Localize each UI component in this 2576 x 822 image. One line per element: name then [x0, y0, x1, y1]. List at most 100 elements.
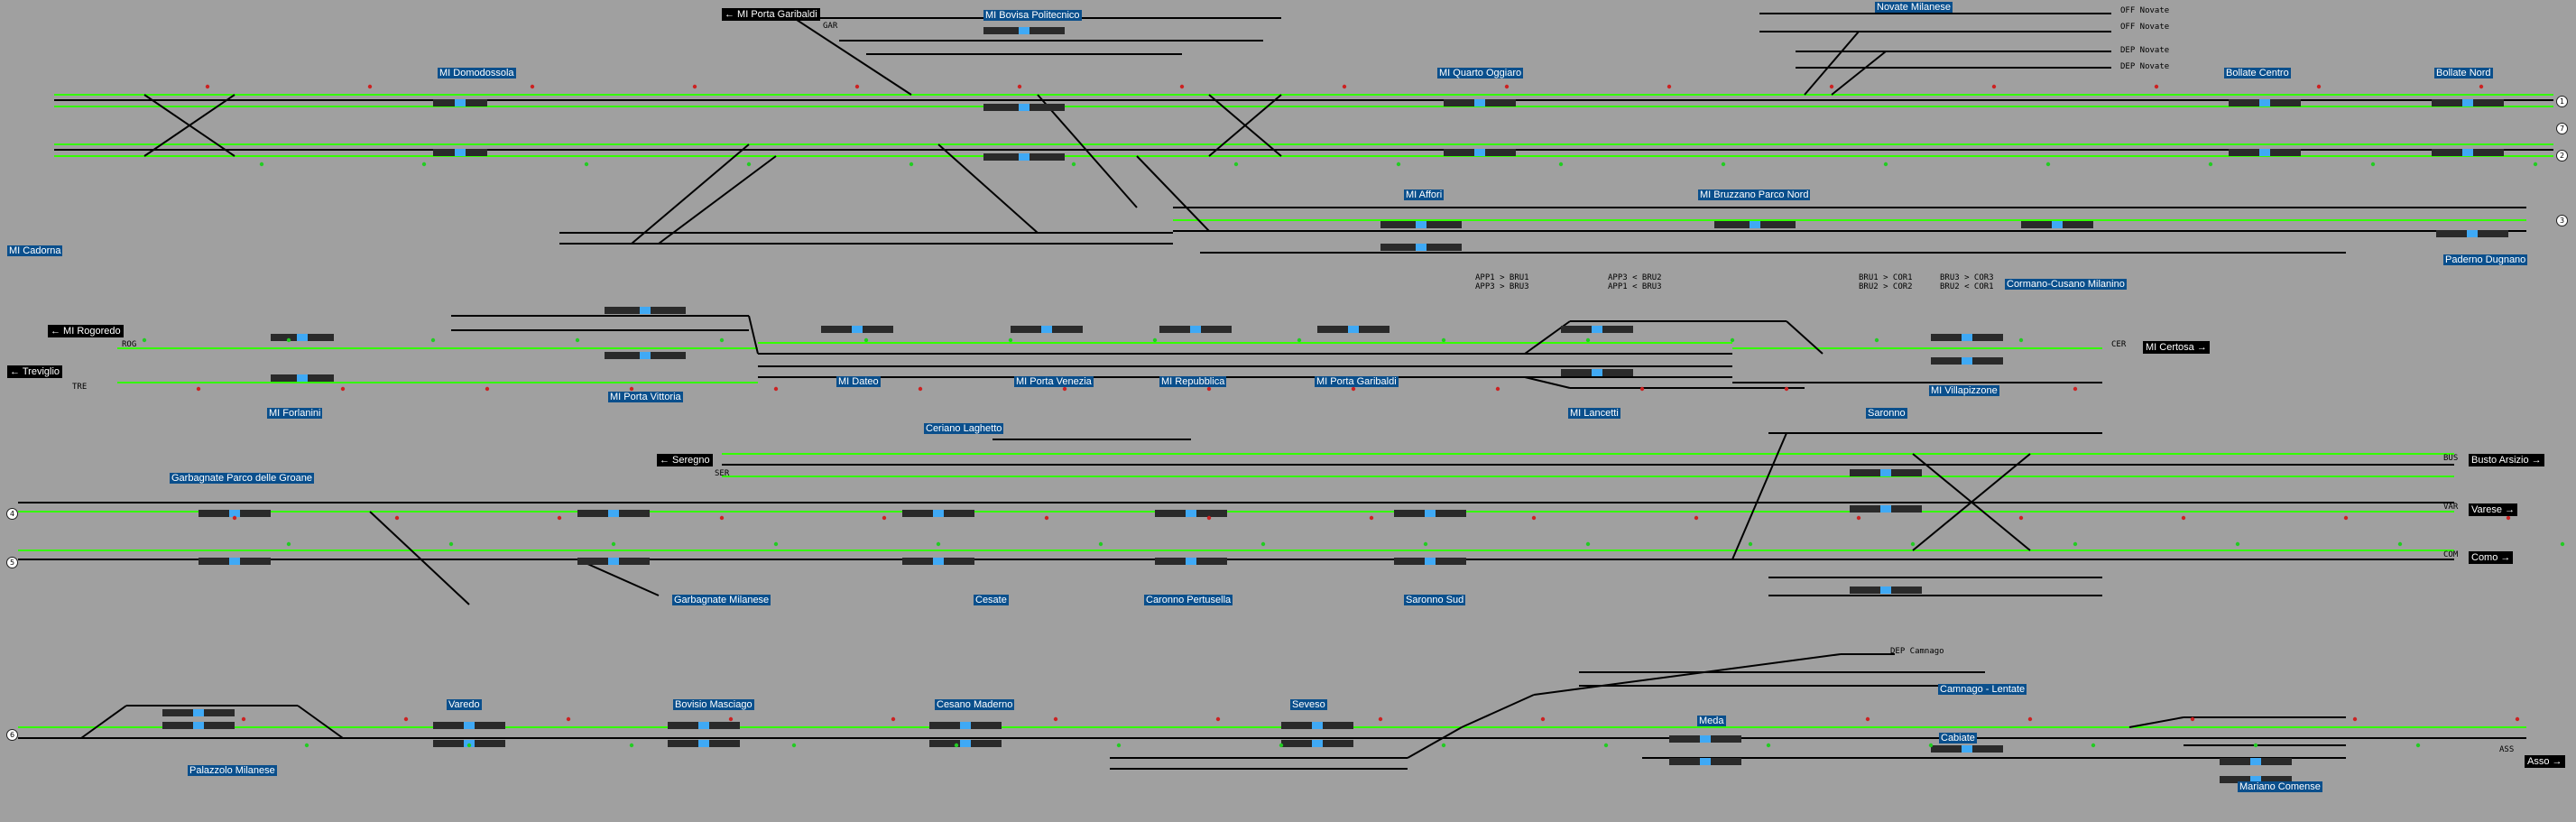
signal	[773, 386, 779, 392]
station-label: Novate Milanese	[1875, 2, 1953, 13]
signal	[530, 84, 535, 89]
platform-marker	[455, 149, 466, 156]
line-number-marker: 3	[2556, 215, 2568, 226]
signal	[1991, 84, 1997, 89]
track	[80, 705, 127, 739]
signal	[2154, 84, 2159, 89]
dest-treviglio[interactable]: ← Treviglio	[7, 365, 63, 378]
dest-seregno[interactable]: ← Seregno	[657, 454, 713, 466]
platform-marker	[1186, 558, 1196, 565]
signal	[232, 515, 237, 521]
dest-asso[interactable]: Asso →	[2525, 755, 2565, 768]
dest-rogoredo[interactable]: ← MI Rogoredo	[48, 325, 124, 337]
dest-certosa[interactable]: MI Certosa →	[2143, 341, 2210, 354]
signal	[430, 337, 436, 343]
signal	[882, 515, 887, 521]
signal	[1279, 743, 1284, 748]
signal	[2073, 386, 2078, 392]
station-label: Meda	[1697, 716, 1726, 726]
dest-varese[interactable]: Varese →	[2469, 503, 2518, 516]
signal	[909, 162, 914, 167]
signal	[1071, 162, 1076, 167]
station-label: MI Bovisa Politecnico	[983, 10, 1082, 21]
signal	[791, 743, 797, 748]
track	[1831, 51, 1887, 96]
platform-marker	[698, 740, 709, 747]
track	[577, 559, 660, 596]
signal	[1044, 515, 1049, 521]
dest-busto[interactable]: Busto Arsizio →	[2469, 454, 2544, 466]
signal	[1694, 515, 1699, 521]
signal	[1215, 716, 1221, 722]
signal	[1766, 743, 1771, 748]
signal	[1504, 84, 1510, 89]
station-label: MI Porta Vittoria	[608, 392, 683, 402]
signal	[1585, 337, 1591, 343]
signal	[1874, 337, 1879, 343]
route-note: BRU2 < COR1	[1940, 282, 1994, 291]
platform-marker	[2259, 149, 2270, 156]
signal	[773, 541, 779, 547]
signal	[286, 541, 291, 547]
signal	[1053, 716, 1058, 722]
platform-marker	[1348, 326, 1359, 333]
signal	[2415, 743, 2421, 748]
signal	[2181, 515, 2186, 521]
signal	[485, 386, 490, 392]
signal	[2560, 541, 2565, 547]
platform-marker	[1880, 505, 1891, 513]
platform-marker	[193, 722, 204, 729]
track	[658, 155, 777, 245]
station-label: Varedo	[447, 699, 482, 710]
route-note: BRU2 > COR2	[1859, 282, 1913, 291]
signal	[1441, 743, 1446, 748]
novate-track-3: DEP Novate	[2120, 46, 2170, 55]
signal	[466, 743, 472, 748]
signal	[2533, 162, 2538, 167]
signal	[2045, 162, 2051, 167]
platform-marker	[297, 334, 308, 341]
signal	[2506, 515, 2511, 521]
track	[1407, 726, 1463, 759]
platform-marker	[1190, 326, 1201, 333]
signal	[1856, 515, 1861, 521]
platform-marker	[1750, 221, 1760, 228]
platform-marker	[1041, 326, 1052, 333]
code-ass: ASS	[2499, 745, 2515, 754]
station-label: Camnago - Lentate	[1938, 684, 2027, 695]
code-tre: TRE	[72, 383, 88, 392]
signal	[1008, 337, 1013, 343]
signal	[205, 84, 210, 89]
station-label: MI Porta Garibaldi	[1315, 376, 1399, 387]
platform-marker	[1962, 334, 1972, 341]
signal	[746, 162, 752, 167]
track	[1461, 694, 1535, 728]
station-label: Cesate	[974, 595, 1009, 605]
station-label: MI Quarto Oggiaro	[1437, 68, 1524, 79]
platform-marker	[933, 510, 944, 517]
station-label: Saronno Sud	[1404, 595, 1466, 605]
dest-porta-garibaldi[interactable]: ← MI Porta Garibaldi	[722, 8, 820, 21]
track	[937, 143, 1039, 234]
track	[369, 511, 470, 605]
track	[793, 17, 912, 96]
platform-marker	[2052, 221, 2063, 228]
route-note: BRU3 > COR3	[1940, 273, 1994, 282]
line-number-marker: 6	[6, 729, 18, 741]
signal	[1206, 515, 1212, 521]
platform-marker	[2250, 776, 2261, 783]
platform-marker	[229, 510, 240, 517]
signal	[1928, 743, 1934, 748]
signal	[1531, 515, 1537, 521]
signal	[1179, 84, 1185, 89]
signal	[1883, 162, 1888, 167]
code-rog: ROG	[122, 340, 137, 349]
signal	[566, 716, 571, 722]
signal	[1910, 541, 1916, 547]
route-note: BRU1 > COR1	[1859, 273, 1913, 282]
novate-track-1: OFF Novate	[2120, 6, 2170, 15]
platform-marker	[960, 740, 971, 747]
platform-marker	[1700, 735, 1711, 743]
dest-como[interactable]: Como →	[2469, 551, 2514, 564]
platform-marker	[640, 307, 651, 314]
